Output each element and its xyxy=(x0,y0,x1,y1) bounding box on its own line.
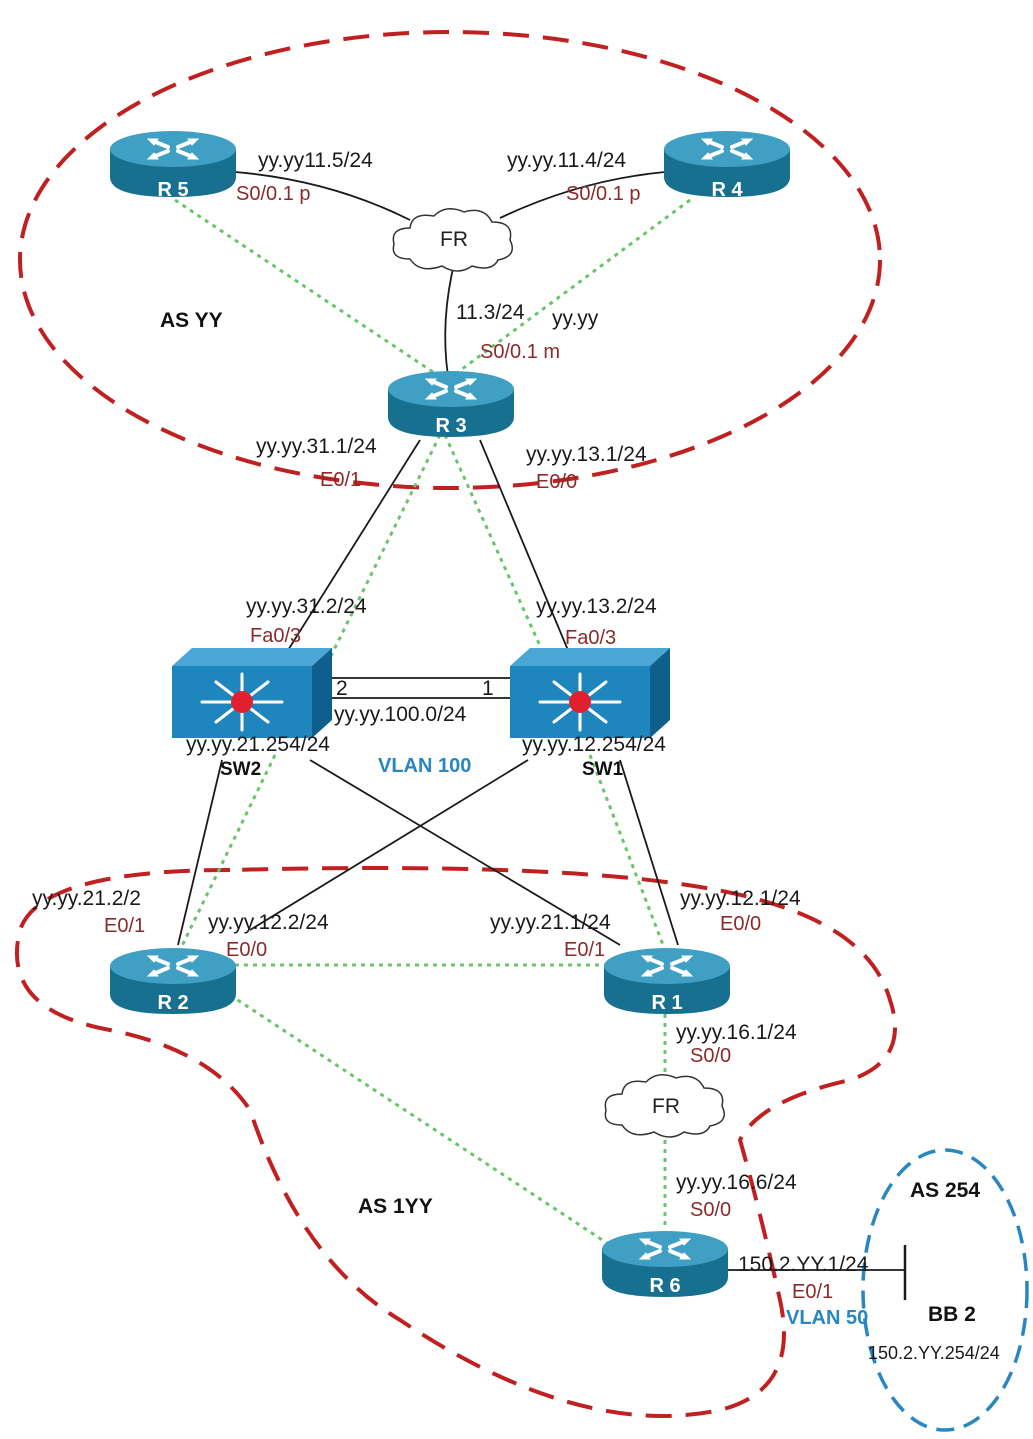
link-sw2-r2 xyxy=(177,759,223,946)
r1-e01-address: yy.yy.21.1/24 xyxy=(490,911,611,934)
r6-s00-port: S0/0 xyxy=(690,1199,732,1221)
r3-e00-port: E0/0 xyxy=(536,471,578,493)
sw2-trunk-port: 2 xyxy=(336,677,348,700)
bb2-name: BB 2 xyxy=(928,1303,976,1326)
r3-e00-address: yy.yy.13.1/24 xyxy=(526,443,647,466)
sw1-fa03-port: Fa0/3 xyxy=(565,627,617,649)
green-link-r3-sw1 xyxy=(443,434,552,669)
sw1-vlan-address: yy.yy.12.254/24 xyxy=(522,733,666,756)
r6-s00-address: yy.yy.16.6/24 xyxy=(676,1171,797,1194)
link-sw1-r1 xyxy=(619,759,679,946)
r3-e01-port: E0/1 xyxy=(320,469,362,491)
r2-e01-port: E0/1 xyxy=(104,915,146,937)
link-r5-fr xyxy=(234,171,411,221)
as-254-label: AS 254 xyxy=(910,1179,981,1202)
fr-bottom-label: FR xyxy=(652,1095,680,1118)
r1-e01-port: E0/1 xyxy=(564,939,606,961)
green-peering-links xyxy=(174,198,691,1247)
switch-sw2-icon[interactable] xyxy=(172,648,332,738)
link-r3-sw1 xyxy=(479,439,571,656)
sw2-name: SW2 xyxy=(220,759,262,780)
r2-e00-address: yy.yy.12.2/24 xyxy=(208,911,329,934)
green-link-r5-r3 xyxy=(174,198,446,382)
bb2-address: 150.2.YY.254/24 xyxy=(868,1343,1000,1363)
r1-s00-port: S0/0 xyxy=(690,1045,732,1067)
link-fr-r3 xyxy=(444,259,456,377)
sw1-name: SW1 xyxy=(582,759,624,780)
green-link-r2-r6 xyxy=(229,993,611,1247)
sw1-fa03-address: yy.yy.13.2/24 xyxy=(536,595,657,618)
r3-s0-port: S0/0.1 m xyxy=(480,341,561,363)
r6-e01-port: E0/1 xyxy=(792,1281,834,1303)
green-link-r3-sw2 xyxy=(323,434,442,669)
r1-s00-address: yy.yy.16.1/24 xyxy=(676,1021,797,1044)
r3-s0-prefix: yy.yy xyxy=(552,307,599,330)
as-yy-label: AS YY xyxy=(160,309,223,332)
r2-e01-address: yy.yy.21.2/2 xyxy=(32,887,141,910)
as-254-boundary xyxy=(861,1148,1029,1432)
sw1-trunk-port: 1 xyxy=(482,677,494,700)
r3-e01-address: yy.yy.31.1/24 xyxy=(256,435,377,458)
link-sw2-r1 xyxy=(309,759,621,946)
green-link-sw2-r2 xyxy=(178,754,277,951)
r1-e00-port: E0/0 xyxy=(720,913,762,935)
sw2-fa03-port: Fa0/3 xyxy=(250,625,302,647)
r1-e00-address: yy.yy.12.1/24 xyxy=(680,887,801,910)
r5-name: R 5 xyxy=(157,179,189,201)
r6-e01-address: 150.2.YY.1/24 xyxy=(738,1253,869,1276)
vlan100-label: VLAN 100 xyxy=(378,755,472,777)
sw2-vlan-address: yy.yy.21.254/24 xyxy=(186,733,330,756)
r2-name: R 2 xyxy=(157,992,189,1014)
physical-links xyxy=(177,171,907,1300)
r4-s0-port: S0/0.1 p xyxy=(566,183,641,205)
r2-e00-port: E0/0 xyxy=(226,939,268,961)
sw2-fa03-address: yy.yy.31.2/24 xyxy=(246,595,367,618)
r4-s0-address: yy.yy.11.4/24 xyxy=(507,149,627,172)
as-1yy-label: AS 1YY xyxy=(358,1195,433,1218)
vlan50-label: VLAN 50 xyxy=(786,1307,869,1329)
trunk-address: yy.yy.100.0/24 xyxy=(334,703,467,726)
link-r3-sw2 xyxy=(284,439,421,656)
r1-name: R 1 xyxy=(651,992,683,1014)
link-sw1-r2 xyxy=(249,759,529,931)
r5-s0-address: yy.yy11.5/24 xyxy=(258,149,373,172)
fr-top-label: FR xyxy=(440,228,468,251)
as-1yy-boundary xyxy=(14,866,897,1418)
r3-s0-address: 11.3/24 xyxy=(456,301,525,324)
r3-name: R 3 xyxy=(435,415,467,437)
r4-name: R 4 xyxy=(711,179,743,201)
link-r4-fr xyxy=(499,171,666,219)
r6-name: R 6 xyxy=(649,1275,681,1297)
switch-sw1-icon[interactable] xyxy=(510,648,670,738)
as-yy-boundary xyxy=(18,30,882,490)
green-link-sw1-r1 xyxy=(588,754,667,951)
r5-s0-port: S0/0.1 p xyxy=(236,183,311,205)
